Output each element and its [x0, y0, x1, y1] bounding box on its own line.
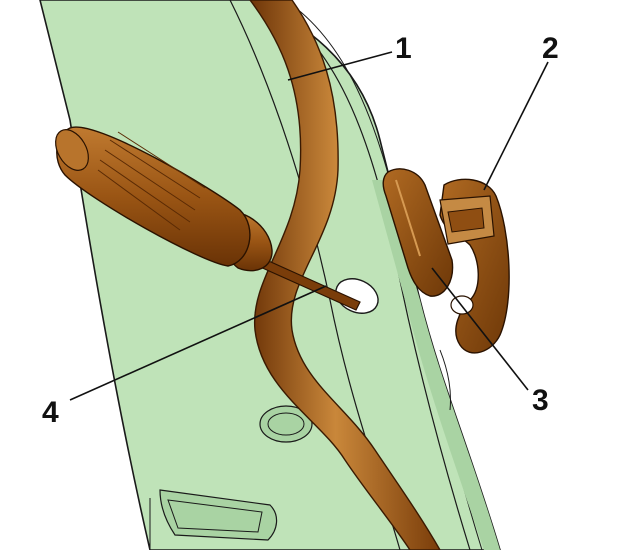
- leader-line-1: [287, 51, 393, 81]
- screwdriver-icon: [55, 126, 361, 311]
- callout-2: 2: [542, 32, 559, 65]
- callout-1: 1: [395, 32, 412, 65]
- leader-line-3: [431, 267, 529, 391]
- leader-line-2: [483, 61, 549, 191]
- retainer-clip-icon: [382, 168, 454, 297]
- leader-lines: [69, 51, 549, 401]
- leader-line-4: [69, 285, 327, 401]
- callout-3: 3: [532, 384, 549, 417]
- callout-4: 4: [42, 396, 59, 429]
